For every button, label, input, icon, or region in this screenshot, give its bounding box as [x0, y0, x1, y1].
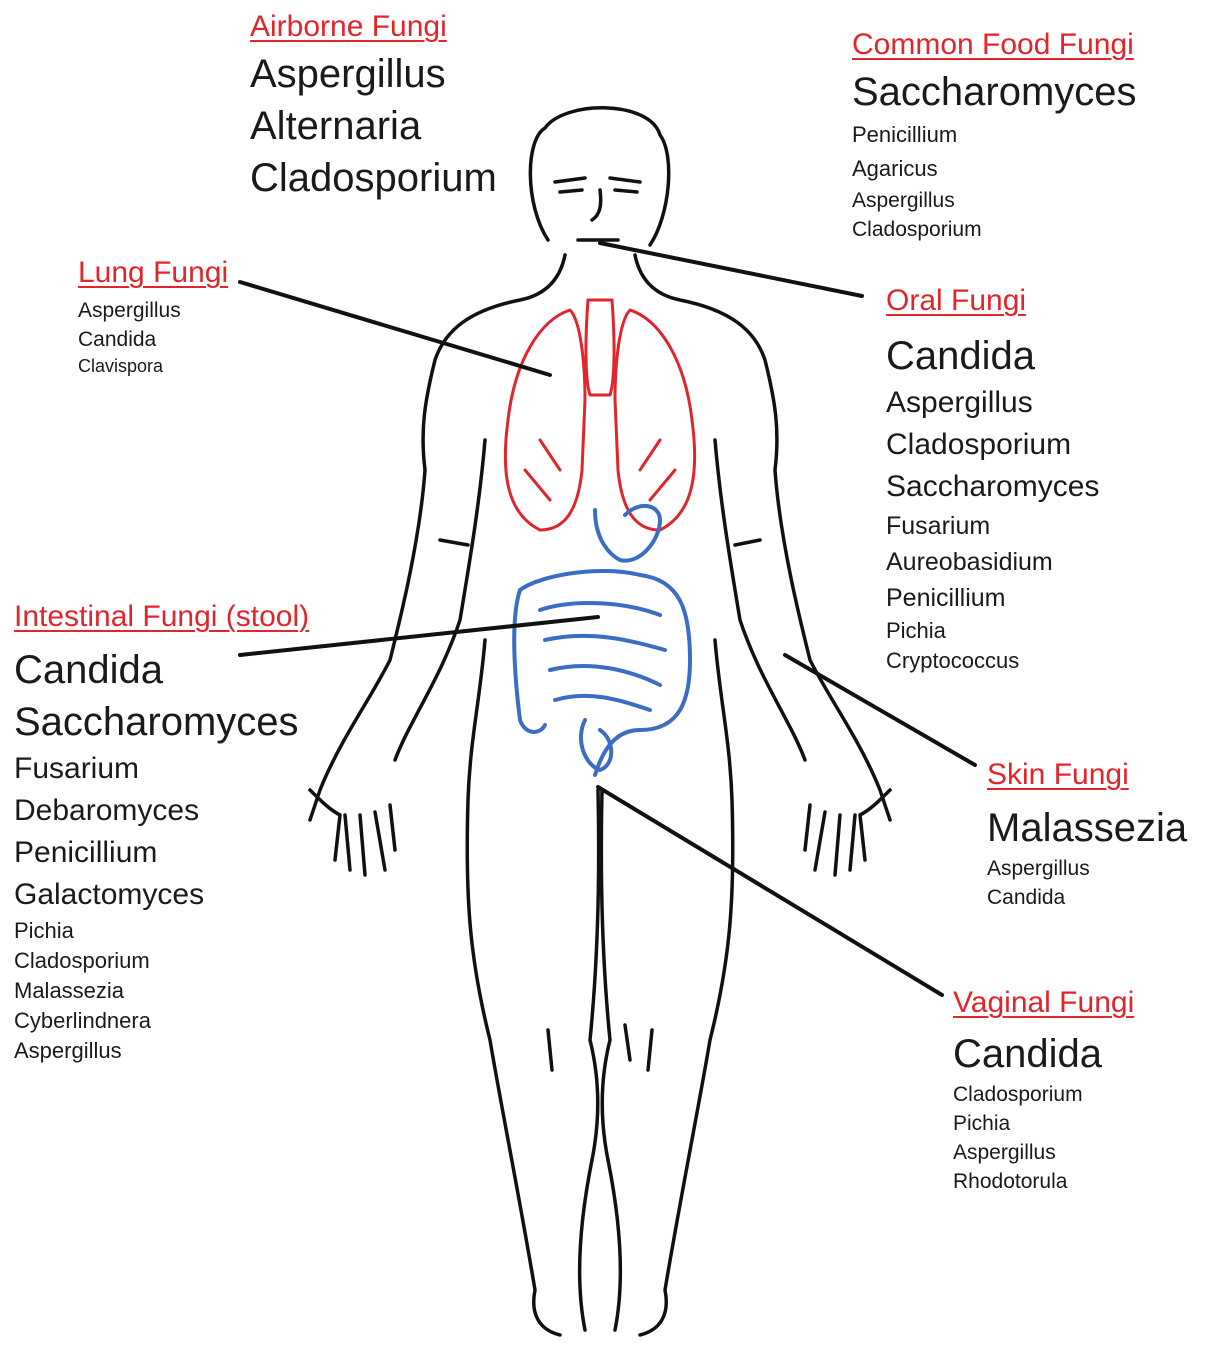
vaginal-fungi-heading: Vaginal Fungi	[953, 982, 1134, 1024]
body-outline	[310, 108, 890, 1335]
list-item: Agaricus	[852, 152, 1137, 186]
list-item: Fusarium	[14, 748, 309, 790]
list-item: Candida	[78, 325, 228, 354]
list-item: Cyberlindnera	[14, 1006, 309, 1036]
intestinal-fungi-group: Intestinal Fungi (stool) Candida Sacchar…	[14, 596, 309, 1066]
list-item: Rhodotorula	[953, 1167, 1134, 1196]
list-item: Pichia	[886, 616, 1099, 646]
list-item: Aspergillus	[886, 382, 1099, 424]
list-item: Alternaria	[250, 100, 497, 152]
list-item: Candida	[987, 883, 1187, 912]
list-item: Candida	[14, 644, 309, 696]
list-item: Debaromyces	[14, 790, 309, 832]
list-item: Malassezia	[987, 802, 1187, 854]
food-fungi-heading: Common Food Fungi	[852, 24, 1137, 66]
list-item: Malassezia	[14, 976, 309, 1006]
list-item: Pichia	[953, 1109, 1134, 1138]
intestinal-fungi-heading: Intestinal Fungi (stool)	[14, 596, 309, 638]
list-item: Cladosporium	[250, 152, 497, 204]
lung-leader-line	[240, 282, 550, 375]
list-item: Aspergillus	[78, 296, 228, 325]
list-item: Penicillium	[886, 580, 1099, 616]
food-fungi-group: Common Food Fungi Saccharomyces Penicill…	[852, 24, 1137, 244]
list-item: Aspergillus	[987, 854, 1187, 883]
skin-fungi-heading: Skin Fungi	[987, 754, 1187, 796]
list-item: Cladosporium	[14, 946, 309, 976]
list-item: Candida	[953, 1028, 1134, 1080]
oral-fungi-group: Oral Fungi Candida Aspergillus Cladospor…	[886, 280, 1099, 676]
intestines	[514, 506, 690, 775]
list-item: Cladosporium	[852, 215, 1137, 244]
list-item: Aspergillus	[250, 48, 497, 100]
list-item: Penicillium	[14, 832, 309, 874]
list-item: Penicillium	[852, 118, 1137, 152]
list-item: Cladosporium	[886, 424, 1099, 466]
leader-lines	[240, 243, 975, 995]
list-item: Saccharomyces	[852, 66, 1137, 118]
list-item: Fusarium	[886, 508, 1099, 544]
airborne-fungi-group: Airborne Fungi Aspergillus Alternaria Cl…	[250, 6, 497, 204]
vaginal-fungi-group: Vaginal Fungi Candida Cladosporium Pichi…	[953, 982, 1134, 1196]
skin-fungi-group: Skin Fungi Malassezia Aspergillus Candid…	[987, 754, 1187, 912]
list-item: Aureobasidium	[886, 544, 1099, 580]
lung-fungi-group: Lung Fungi Aspergillus Candida Clavispor…	[78, 252, 228, 378]
list-item: Candida	[886, 330, 1099, 382]
list-item: Clavispora	[78, 354, 228, 378]
airborne-fungi-heading: Airborne Fungi	[250, 6, 497, 48]
lung-fungi-heading: Lung Fungi	[78, 252, 228, 294]
list-item: Pichia	[14, 916, 309, 946]
lungs	[505, 300, 694, 530]
list-item: Galactomyces	[14, 874, 309, 916]
list-item: Cladosporium	[953, 1080, 1134, 1109]
list-item: Saccharomyces	[886, 466, 1099, 508]
list-item: Saccharomyces	[14, 696, 309, 748]
oral-fungi-heading: Oral Fungi	[886, 280, 1099, 322]
list-item: Cryptococcus	[886, 646, 1099, 676]
list-item: Aspergillus	[14, 1036, 309, 1066]
list-item: Aspergillus	[852, 186, 1137, 215]
list-item: Aspergillus	[953, 1138, 1134, 1167]
